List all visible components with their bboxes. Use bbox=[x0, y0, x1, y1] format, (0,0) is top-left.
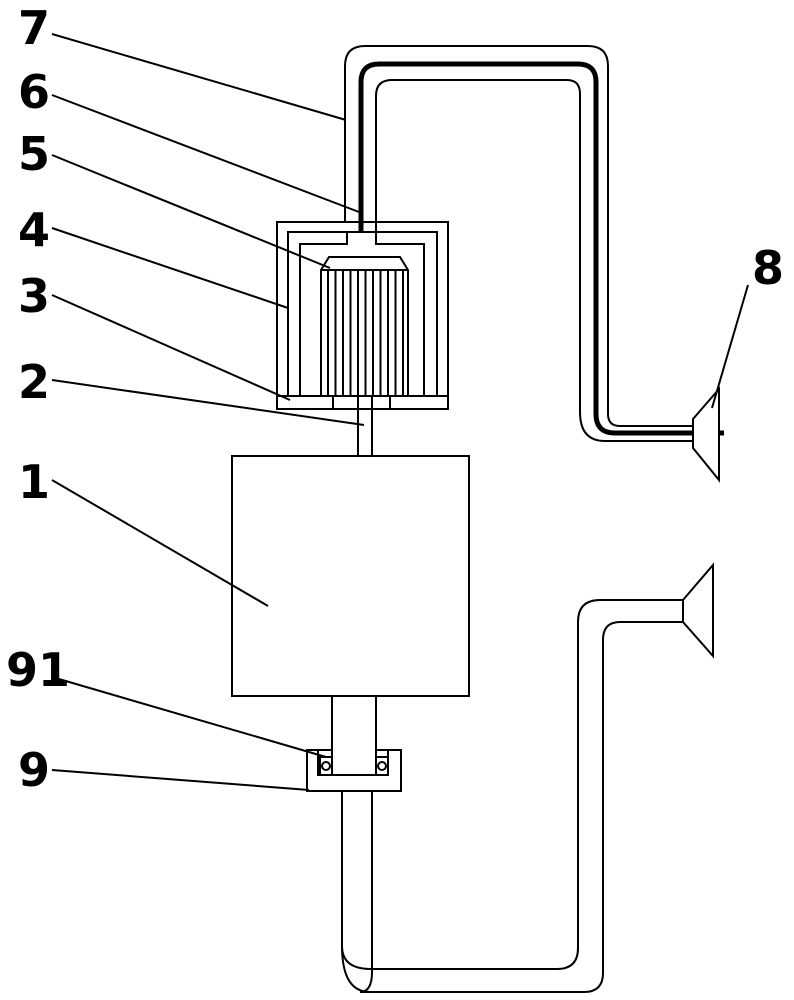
leader-lines bbox=[51, 33, 749, 791]
label-2: 2 bbox=[18, 355, 50, 409]
part-3-base-plates bbox=[276, 395, 449, 410]
label-8: 8 bbox=[752, 241, 784, 295]
callout-labels: 7 6 5 4 3 2 1 91 9 8 bbox=[6, 1, 784, 797]
label-6: 6 bbox=[18, 65, 50, 119]
label-91: 91 bbox=[6, 643, 70, 697]
label-5: 5 bbox=[18, 127, 50, 181]
label-4: 4 bbox=[18, 203, 50, 257]
part-7-outer-tube-inner bbox=[375, 79, 693, 442]
part-1-body bbox=[231, 455, 470, 697]
part-6-cable bbox=[358, 61, 724, 436]
inner-cover bbox=[299, 232, 425, 396]
lower-tube-inner bbox=[359, 621, 683, 993]
label-3: 3 bbox=[18, 269, 50, 323]
part-5-rotor bbox=[320, 256, 409, 397]
part-8-upper-cup bbox=[692, 386, 720, 483]
part-2-shaft bbox=[357, 397, 373, 456]
label-9: 9 bbox=[18, 743, 50, 797]
part-7-outer-tube-outer bbox=[344, 45, 693, 427]
lower-tube-outer bbox=[341, 599, 683, 970]
label-7: 7 bbox=[18, 1, 50, 55]
label-1: 1 bbox=[18, 455, 50, 509]
lower-cup bbox=[682, 562, 714, 659]
lower-tube-bottom bbox=[341, 945, 584, 993]
part-9-bearing-seat bbox=[306, 695, 402, 792]
